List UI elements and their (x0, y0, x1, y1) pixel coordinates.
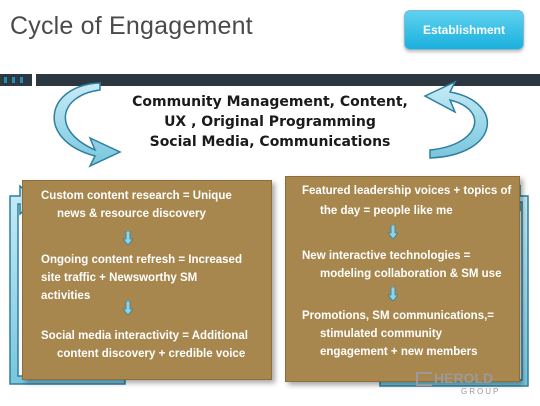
left-item-3: Social media interactivity = Additional … (41, 327, 248, 363)
logo-name: HEROLD (434, 370, 494, 386)
right-item-2-line-2: modeling collaboration & SM use (320, 268, 502, 280)
divider-tick (20, 77, 23, 83)
left-item-1: Custom content research = Unique news & … (41, 187, 232, 223)
right-item-2-line-1: New interactive technologies = (302, 250, 471, 262)
down-arrow-icon (388, 287, 398, 301)
left-item-2-line-2: site traffic + Newsworthy SM (41, 272, 198, 284)
left-content-box: Custom content research = Unique news & … (22, 180, 272, 380)
logo-subtitle: GROUP (461, 387, 501, 396)
left-item-3-line-2: content discovery + credible voice (57, 348, 246, 360)
divider-tick (12, 77, 15, 83)
center-caption: Community Management, Content, UX , Orig… (110, 92, 430, 152)
left-item-1-line-1: Custom content research = Unique (41, 190, 232, 202)
left-item-2: Ongoing content refresh = Increased site… (41, 251, 242, 305)
header-divider-bar (36, 74, 540, 86)
left-item-3-line-1: Social media interactivity = Additional (41, 330, 248, 342)
center-line-3: Social Media, Communications (149, 134, 391, 150)
right-item-3-line-2: stimulated community (320, 328, 443, 340)
curved-arrow-left-icon (53, 82, 122, 168)
center-line-2: UX , Original Programming (164, 114, 376, 130)
left-item-2-line-3: activities (41, 290, 91, 302)
right-content-box: Featured leadership voices + topics of t… (285, 176, 520, 382)
establishment-badge[interactable]: Establishment (404, 10, 524, 50)
left-item-1-line-2: news & resource discovery (57, 208, 206, 220)
right-item-3-line-3: engagement + new members (320, 346, 478, 358)
page-title: Cycle of Engagement (10, 12, 253, 40)
right-item-1-line-1: Featured leadership voices + topics of (302, 185, 512, 197)
right-item-3: Promotions, SM communications,= stimulat… (302, 307, 494, 361)
header-divider-left (0, 74, 32, 86)
right-item-1: Featured leadership voices + topics of t… (302, 181, 511, 221)
right-item-2: New interactive technologies = modeling … (302, 247, 501, 283)
center-line-1: Community Management, Content, (132, 94, 408, 110)
divider-tick (4, 77, 7, 83)
down-arrow-icon (123, 231, 133, 245)
right-item-3-line-1: Promotions, SM communications,= (302, 310, 495, 322)
down-arrow-icon (123, 301, 133, 315)
down-arrow-icon (388, 225, 398, 239)
curved-arrow-right-icon (423, 80, 489, 159)
right-item-1-line-2: the day = people like me (320, 205, 453, 217)
left-item-2-line-1: Ongoing content refresh = Increased (41, 254, 242, 266)
logo-mark-icon (416, 372, 432, 387)
company-logo: HEROLD (416, 370, 494, 387)
